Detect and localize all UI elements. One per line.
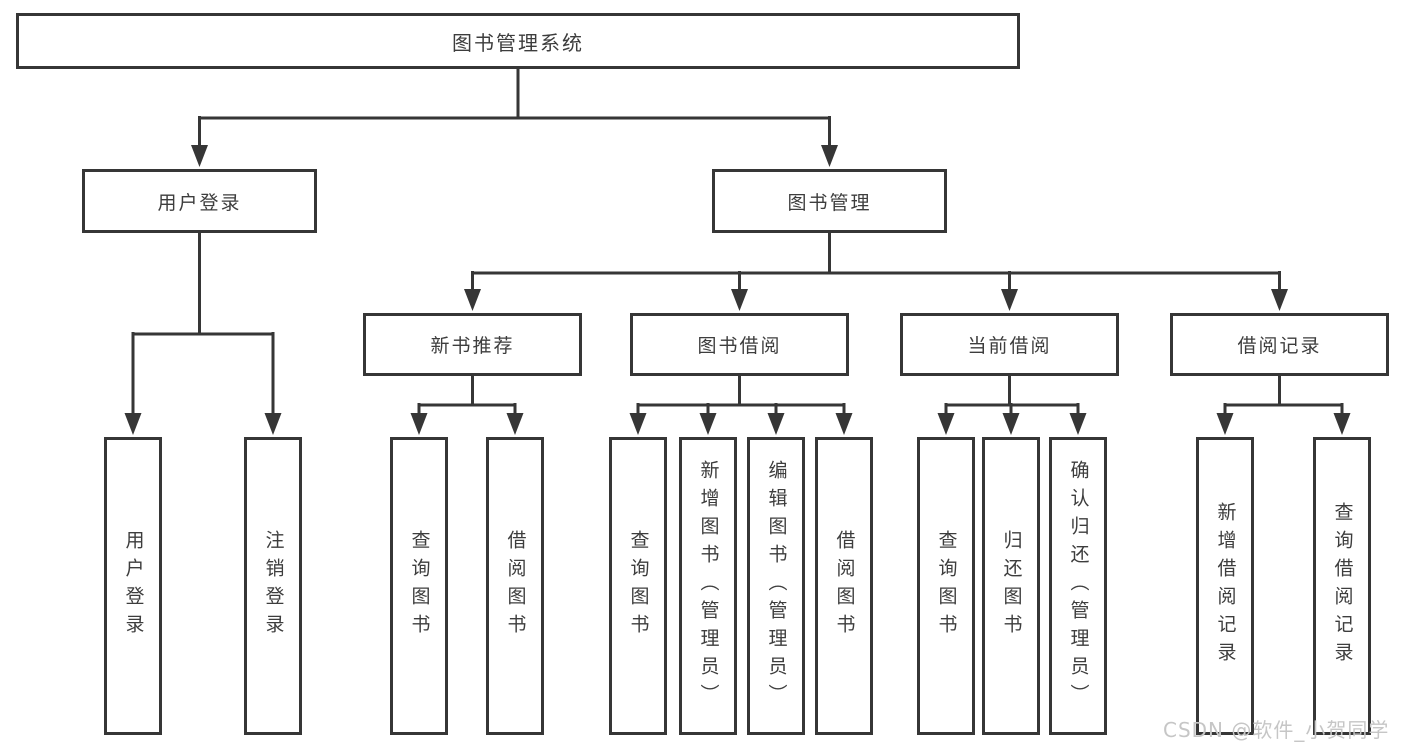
- watermark-text: CSDN @软件_小贺同学: [1163, 718, 1390, 742]
- node-book-management-label: 图书管理: [787, 191, 872, 214]
- leaf-logout: 注销登录: [244, 437, 302, 735]
- leaf-borrow-books-2: 借阅图书: [815, 437, 873, 735]
- leaf-add-books-admin-label: 新增图书（管理员）: [697, 460, 720, 712]
- leaf-return-books-label: 归还图书: [1000, 530, 1023, 642]
- leaf-add-books-admin: 新增图书（管理员）: [679, 437, 737, 735]
- leaf-logout-label: 注销登录: [262, 530, 285, 642]
- leaf-user-login-label: 用户登录: [122, 530, 145, 642]
- leaf-borrow-books-1: 借阅图书: [486, 437, 544, 735]
- leaf-query-books-3-label: 查询图书: [935, 530, 958, 642]
- node-book-borrowing-label: 图书借阅: [697, 335, 782, 357]
- leaf-user-login: 用户登录: [104, 437, 162, 735]
- leaf-query-books-1: 查询图书: [390, 437, 448, 735]
- node-new-book-recommend: 新书推荐: [363, 313, 582, 376]
- node-root: 图书管理系统: [16, 13, 1020, 69]
- leaf-confirm-return-admin: 确认归还（管理员）: [1049, 437, 1107, 735]
- leaf-add-borrow-record-label: 新增借阅记录: [1214, 502, 1237, 670]
- leaf-borrow-books-1-label: 借阅图书: [504, 530, 527, 642]
- node-book-management: 图书管理: [712, 169, 947, 233]
- node-current-borrowing: 当前借阅: [900, 313, 1119, 376]
- arrowhead-icons: [124, 145, 1351, 435]
- node-new-book-recommend-label: 新书推荐: [430, 335, 515, 357]
- leaf-query-books-1-label: 查询图书: [408, 530, 431, 642]
- leaf-edit-books-admin: 编辑图书（管理员）: [747, 437, 805, 735]
- leaf-confirm-return-admin-label: 确认归还（管理员）: [1067, 460, 1090, 712]
- leaf-query-borrow-record: 查询借阅记录: [1313, 437, 1371, 735]
- leaf-query-books-2: 查询图书: [609, 437, 667, 735]
- node-borrowing-records-label: 借阅记录: [1237, 335, 1322, 357]
- leaf-edit-books-admin-label: 编辑图书（管理员）: [765, 460, 788, 712]
- node-current-borrowing-label: 当前借阅: [967, 335, 1052, 357]
- connector-lines: [131, 69, 1344, 416]
- node-user-login: 用户登录: [82, 169, 317, 233]
- node-user-login-label: 用户登录: [157, 191, 242, 214]
- node-borrowing-records: 借阅记录: [1170, 313, 1389, 376]
- leaf-borrow-books-2-label: 借阅图书: [833, 530, 856, 642]
- leaf-return-books: 归还图书: [982, 437, 1040, 735]
- node-root-label: 图书管理系统: [452, 30, 584, 55]
- node-book-borrowing: 图书借阅: [630, 313, 849, 376]
- leaf-add-borrow-record: 新增借阅记录: [1196, 437, 1254, 735]
- leaf-query-books-3: 查询图书: [917, 437, 975, 735]
- leaf-query-books-2-label: 查询图书: [627, 530, 650, 642]
- leaf-query-borrow-record-label: 查询借阅记录: [1331, 502, 1354, 670]
